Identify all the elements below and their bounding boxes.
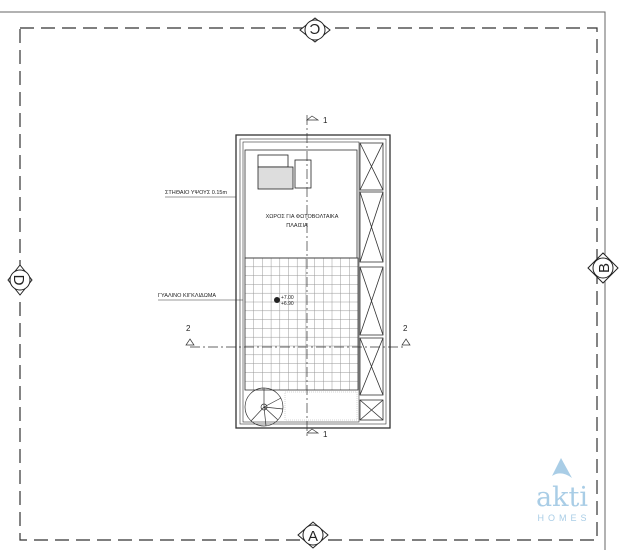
sheet-border	[0, 11, 606, 550]
section-1-label-bottom: 1	[323, 430, 328, 439]
marker-a: A	[297, 521, 329, 549]
svg-text:akti: akti	[536, 482, 588, 513]
marker-c-label: C	[309, 20, 320, 37]
section-line-2	[185, 338, 411, 348]
building-outline	[235, 134, 391, 429]
glass-railing-label: ΓΥΑΛΙΝΟ ΚΙΓΚΛΙΔΩΜΑ	[158, 293, 216, 299]
marker-b-label: B	[596, 263, 613, 273]
akti-homes-logo: akti HOMES	[536, 458, 590, 523]
plot-boundary	[19, 27, 598, 541]
section-2-label-right: 2	[403, 324, 408, 333]
marker-d-label: D	[10, 275, 27, 286]
svg-text:HOMES: HOMES	[537, 513, 590, 523]
stair-landing	[284, 391, 358, 421]
section-1-label-top: 1	[323, 116, 328, 125]
glass-floor-grid	[244, 257, 358, 390]
level-bottom: +6.90	[281, 301, 294, 307]
pv-area-label: ΧΩΡΟΣ ΓΙΑ ΦΩΤΟΒΟΛΤΑΙΚΑ	[266, 214, 339, 220]
solar-water-heater	[257, 154, 312, 190]
parapet-label: ΣΤΗΘΑΙΟ ΥΨΟΥΣ 0.15m	[165, 190, 227, 196]
marker-c: C	[299, 17, 331, 43]
marker-b: B	[587, 252, 619, 284]
section-line-1	[306, 115, 320, 437]
glass-floor-outline	[244, 257, 359, 391]
marker-a-label: A	[308, 528, 318, 545]
shaft-boxes	[359, 142, 384, 421]
pv-area-label-2: ΠΛΑΙΣΙΑ	[286, 223, 308, 229]
level-top: +7.00	[281, 295, 294, 301]
section-2-label-left: 2	[186, 324, 191, 333]
marker-d: D	[7, 264, 33, 296]
level-marker-icon	[274, 297, 280, 303]
spiral-stair	[244, 387, 284, 427]
